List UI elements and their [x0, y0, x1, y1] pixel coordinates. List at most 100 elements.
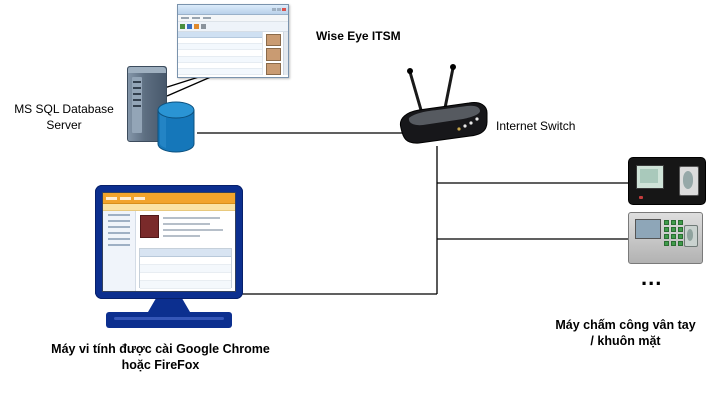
fingerprint-sensor-surface — [687, 229, 693, 241]
monitor-base — [106, 312, 232, 328]
mini-grid-header — [178, 32, 262, 39]
mini-window-toolbar — [178, 22, 288, 32]
table-row — [140, 281, 231, 289]
server-vent — [133, 99, 141, 101]
toolbar-icon — [180, 24, 185, 29]
mini-window-titlebar — [178, 5, 288, 15]
status-led-icon — [639, 196, 643, 199]
server-label: MS SQL Database Server — [14, 102, 114, 132]
screen-app-ribbon — [103, 204, 235, 211]
mini-grid-row — [178, 44, 262, 51]
server-front-panel — [132, 77, 142, 133]
database-icon — [155, 100, 197, 154]
employee-photo — [265, 48, 281, 61]
monitor-screen — [102, 192, 236, 292]
server-top-panel — [128, 67, 166, 73]
server-vent — [133, 105, 141, 107]
screen-app-toolbar — [103, 193, 235, 204]
more-devices-ellipsis: ... — [641, 265, 663, 290]
keypad-key — [671, 241, 676, 246]
mini-window-menubar — [178, 15, 288, 22]
keypad-key — [678, 234, 683, 239]
screen-sidebar — [103, 211, 136, 291]
minimize-icon — [272, 8, 276, 11]
server-vent — [133, 87, 141, 89]
mini-grid-rows — [178, 32, 262, 75]
toolbar-tab — [134, 196, 145, 200]
database-cylinder-icon — [157, 101, 195, 153]
employee-photo — [265, 34, 281, 47]
menu-item — [181, 17, 189, 19]
menu-item — [192, 17, 200, 19]
mini-photo-column — [262, 32, 283, 75]
screen-data-table — [139, 248, 232, 289]
table-row — [140, 265, 231, 273]
monitor-frame — [95, 185, 243, 299]
server-vent — [133, 93, 141, 95]
table-row — [140, 273, 231, 281]
keypad-key — [678, 227, 683, 232]
toolbar-icon — [194, 24, 199, 29]
toolbar-tab — [106, 196, 117, 200]
toolbar-icon — [201, 24, 206, 29]
fingerprint-device-2-icon — [628, 212, 703, 264]
form-line — [163, 223, 210, 225]
keypad-key — [678, 220, 683, 225]
keypad-key — [664, 220, 669, 225]
screen-app-body — [103, 211, 235, 291]
employee-photo — [265, 62, 281, 75]
callout-line-2 — [166, 75, 214, 97]
mini-window-body — [178, 32, 288, 75]
form-line — [163, 229, 224, 231]
keypad-key — [664, 241, 669, 246]
monitor-stand — [148, 299, 190, 312]
employee-photo — [140, 215, 159, 238]
keypad-key — [678, 241, 683, 246]
menu-item — [203, 17, 211, 19]
sidebar-item — [108, 214, 130, 216]
close-icon — [282, 8, 286, 11]
sidebar-item — [108, 226, 130, 228]
mini-grid-row — [178, 38, 262, 45]
switch-label: Internet Switch — [496, 119, 576, 133]
mini-scrollbar — [283, 32, 288, 75]
sidebar-item — [108, 232, 130, 234]
app-title-label: Wise Eye ITSM — [316, 29, 401, 43]
table-row — [140, 257, 231, 265]
device-screen — [636, 165, 664, 189]
computer-monitor-icon — [95, 185, 243, 330]
computer-label: Máy vi tính được cài Google Chrome hoặc … — [51, 342, 270, 373]
itsm-screenshot-thumbnail — [177, 4, 289, 78]
internet-switch-icon — [393, 62, 491, 160]
fingerprint-sensor-surface — [683, 171, 693, 189]
sidebar-item — [108, 244, 130, 246]
form-fields — [163, 217, 230, 241]
mini-grid-row — [178, 63, 262, 69]
fingerprint-sensor-icon — [679, 166, 699, 196]
device-screen-display — [640, 169, 658, 183]
keypad-key — [671, 227, 676, 232]
keypad-key — [664, 234, 669, 239]
toolbar-tab — [120, 196, 131, 200]
table-header — [140, 249, 231, 257]
form-line — [163, 235, 200, 237]
keypad-key — [671, 234, 676, 239]
sidebar-item — [108, 220, 130, 222]
device-screen — [635, 219, 661, 239]
devices-label: Máy chấm công vân tay / khuôn mặt — [555, 318, 696, 349]
keypad-key — [664, 227, 669, 232]
monitor-base-stripe — [114, 317, 224, 320]
mini-grid-row — [178, 68, 262, 75]
mini-grid-row — [178, 56, 262, 63]
sidebar-item — [108, 238, 130, 240]
fingerprint-sensor-icon — [684, 225, 698, 247]
toolbar-icon — [187, 24, 192, 29]
keypad-key — [671, 220, 676, 225]
fingerprint-device-1-icon — [628, 157, 706, 205]
wireless-router-icon — [399, 64, 488, 144]
mini-grid-row — [178, 50, 262, 57]
server-vent — [133, 81, 141, 83]
maximize-icon — [277, 8, 281, 11]
screen-main-panel — [136, 211, 235, 291]
